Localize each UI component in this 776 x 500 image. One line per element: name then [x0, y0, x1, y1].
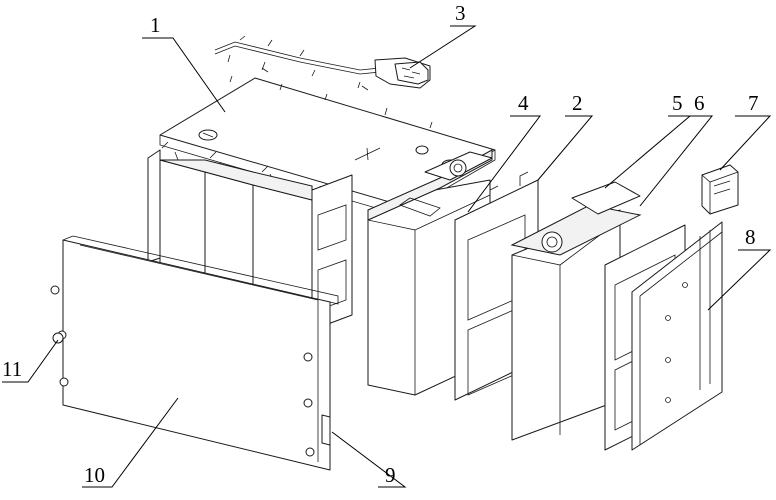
side-bracket [321, 414, 331, 446]
callout-label-1: 1 [150, 13, 161, 37]
callout-3: 3 [409, 1, 477, 69]
callout-label-5: 5 [672, 91, 683, 115]
callout-7: 7 [719, 91, 772, 171]
callout-8: 8 [707, 225, 772, 311]
callout-11: 11 [2, 339, 59, 383]
callout-6: 6 [639, 91, 714, 207]
callout-label-6: 6 [694, 91, 705, 115]
single-cell [510, 181, 642, 441]
callout-label-10: 10 [84, 463, 105, 487]
callout-label-9: 9 [385, 463, 396, 487]
end-plate [631, 221, 723, 451]
callout-2: 2 [537, 91, 594, 181]
fastener [52, 332, 64, 344]
callout-9: 9 [331, 431, 407, 488]
callout-10: 10 [82, 397, 179, 488]
callout-label-3: 3 [455, 1, 466, 25]
callout-label-8: 8 [745, 225, 756, 249]
callout-label-11: 11 [2, 357, 22, 381]
callout-1: 1 [142, 13, 226, 113]
callout-label-7: 7 [748, 91, 759, 115]
callout-5: 5 [604, 91, 692, 189]
callout-label-4: 4 [518, 91, 529, 115]
callout-label-2: 2 [572, 91, 583, 115]
terminal-block [701, 164, 739, 215]
wiring-harness-connector [214, 35, 431, 91]
callout-4: 4 [467, 91, 541, 213]
side-plate [50, 235, 339, 471]
